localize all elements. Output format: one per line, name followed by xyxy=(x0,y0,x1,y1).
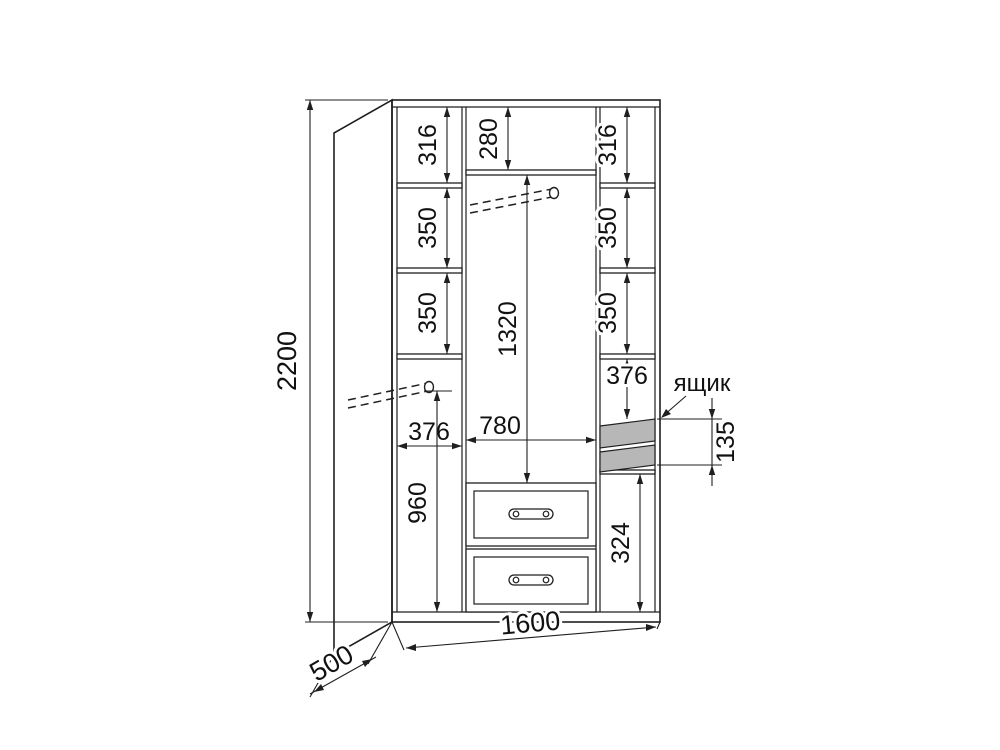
middle-top-shelf xyxy=(465,169,597,176)
shelf xyxy=(599,267,656,274)
dim-middle-1320: 1320 xyxy=(491,175,531,483)
dim-drawer-135: 135 xyxy=(657,398,743,486)
shelf xyxy=(465,169,597,176)
dim-label: 280 xyxy=(475,118,503,160)
shelf xyxy=(396,353,463,360)
hanging-rod-left xyxy=(347,380,435,409)
drawer-label: ящик xyxy=(674,370,731,397)
dim-left-350a: 350 xyxy=(411,188,451,268)
dim-right-376: 376 xyxy=(603,359,651,419)
dim-label: 316 xyxy=(414,124,442,166)
drawer-handle xyxy=(508,508,554,520)
dim-left-350b: 350 xyxy=(411,273,451,354)
dim-left-960: 960 xyxy=(401,390,452,612)
shelf xyxy=(599,353,656,360)
drawer-handle xyxy=(508,574,554,586)
dim-label: 780 xyxy=(479,412,521,440)
drawer-front xyxy=(465,548,597,613)
drawer-strip xyxy=(599,418,656,449)
dim-right-350a: 350 xyxy=(591,188,631,268)
rod-end xyxy=(423,380,435,394)
dim-label: 324 xyxy=(607,522,635,564)
dim-right-316: 316 xyxy=(591,107,631,183)
left-side-panel xyxy=(333,98,393,657)
dim-label-height: 2200 xyxy=(272,331,302,391)
dim-right-324: 324 xyxy=(604,474,644,612)
hanging-rod-middle xyxy=(469,186,560,214)
dim-label: 316 xyxy=(594,124,622,166)
dim-label: 350 xyxy=(594,292,622,334)
rod-end xyxy=(548,186,560,200)
dim-left-width-376: 376 xyxy=(397,415,462,450)
drawer-right-shaded xyxy=(599,418,656,473)
dim-label: 350 xyxy=(414,207,442,249)
dim-right-350b: 350 xyxy=(591,273,631,354)
dim-left-316: 316 xyxy=(411,107,451,183)
dim-label: 960 xyxy=(404,482,432,524)
dim-label-width: 1600 xyxy=(499,605,561,640)
shelf xyxy=(396,182,463,189)
drawers-middle xyxy=(465,482,597,613)
cabinet-front xyxy=(391,99,661,623)
shelves-left xyxy=(396,182,463,360)
dim-label: 135 xyxy=(712,421,740,463)
dim-label: 376 xyxy=(408,418,450,446)
dim-overall-height: 2200 xyxy=(269,99,388,623)
drawer-callout: ящик xyxy=(661,367,734,418)
dim-label: 350 xyxy=(414,292,442,334)
dim-middle-width-780: 780 xyxy=(466,409,596,444)
shelf xyxy=(396,267,463,274)
dim-label: 1320 xyxy=(494,301,522,357)
dim-label: 350 xyxy=(594,207,622,249)
shelf xyxy=(599,182,656,189)
dim-label: 376 xyxy=(606,362,648,390)
drawer-strip xyxy=(599,444,656,473)
dim-middle-280: 280 xyxy=(472,107,512,170)
